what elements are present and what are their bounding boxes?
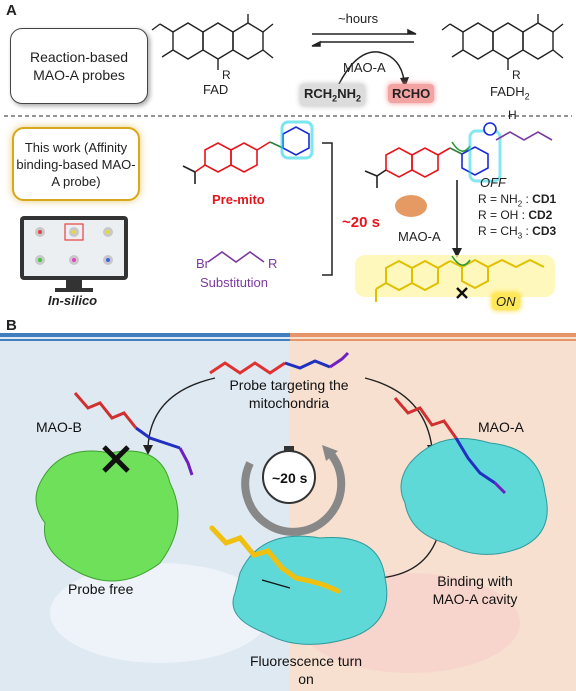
cd1-row: R = NH2 : CD1: [478, 192, 557, 209]
substrate-sub2: 2: [355, 93, 361, 104]
probe-free-label: Probe free: [68, 581, 134, 597]
interaction-arrow: [261, 579, 291, 589]
fad-structure: [151, 14, 274, 70]
cycle-arrow-right: [364, 377, 433, 449]
fluorescent-probe: [209, 525, 341, 594]
mao-a-probe: [393, 397, 507, 495]
this-work-box: This work (Affinity binding-based MAO-A …: [12, 127, 140, 201]
reaction-based-box: Reaction-based MAO-A probes: [10, 28, 148, 104]
substitution-molecule: [207, 251, 265, 263]
cd2-row: R = OH : CD2: [478, 208, 552, 222]
probe-target-label: Probe targeting the mitochondria: [229, 377, 349, 411]
substrate-b: NH: [337, 86, 356, 101]
cd1-r: R = NH: [478, 192, 518, 206]
timer-icon: [241, 445, 346, 536]
fadh2-sub: 2: [524, 91, 530, 102]
mao-a-top-label: MAO-A: [343, 60, 386, 75]
br-label: Br: [196, 256, 209, 271]
cd2-name: CD2: [528, 208, 553, 222]
mitochondria-left: [50, 563, 270, 663]
fadh2-h-label: H: [508, 108, 517, 122]
this-work-text: This work (Affinity binding-based MAO-A …: [16, 139, 136, 189]
rotation-arrow: [451, 255, 471, 266]
mao-b-probe: [73, 392, 194, 476]
panel-b-scene: [0, 333, 576, 691]
hours-label: ~hours: [338, 11, 379, 26]
top-probe: [209, 351, 350, 375]
fadh2-structure: [441, 14, 564, 70]
substrate-label: RCH2NH2: [300, 84, 365, 106]
mao-a-mid-label: MAO-A: [398, 229, 441, 244]
cd3-r: R = CH: [478, 224, 518, 238]
curved-arrow: [337, 51, 405, 87]
fadh2-label: FADH2: [490, 84, 530, 102]
time-label: ~20 s: [342, 214, 380, 231]
equilibrium-arrows: [311, 28, 417, 47]
substitution-label: Substitution: [200, 275, 268, 290]
product-label: RCHO: [388, 84, 435, 103]
cd3-row: R = CH3 : CD3: [478, 224, 557, 241]
cd1-sub: 2: [517, 199, 523, 209]
on-molecule: [355, 255, 555, 302]
mao-a-label: MAO-A: [478, 419, 524, 435]
fluorescence-label: Fluorescence turn on: [249, 653, 363, 687]
mao-a-protein: [400, 438, 548, 555]
cd2-r: R = OH :: [478, 208, 529, 222]
binding-label: Binding with MAO-A cavity: [432, 573, 518, 607]
off-molecule: [364, 122, 553, 188]
fadh2-r-label: R: [512, 68, 521, 82]
fadh2-main: FADH: [490, 84, 525, 99]
mao-b-label: MAO-B: [36, 419, 82, 435]
mao-b-block-x: [102, 445, 130, 473]
panel-a-label: A: [6, 2, 17, 19]
pre-mito-molecule: [182, 120, 314, 184]
pre-mito-label: Pre-mito: [212, 192, 265, 207]
panel-b-label: B: [6, 317, 17, 334]
fad-r-label: R: [222, 68, 231, 82]
cd1-name: CD1: [532, 192, 557, 206]
off-label: OFF: [480, 175, 506, 190]
bound-protein: [232, 535, 388, 645]
block-x: [456, 287, 468, 299]
bracket: [322, 142, 333, 276]
cd3-name: CD3: [532, 224, 557, 238]
substrate-a: RCH: [304, 86, 333, 101]
on-label: ON: [492, 293, 520, 310]
mao-a-blob: [395, 195, 427, 217]
in-silico-label: In-silico: [48, 293, 98, 308]
reaction-based-text: Reaction-based MAO-A probes: [29, 49, 129, 83]
monitor-icon: [20, 216, 128, 292]
panel-a-structures: [4, 14, 572, 302]
timer-label: ~20 s: [272, 470, 308, 486]
substrate-sub1: 2: [332, 93, 338, 104]
cd3-sub: 3: [517, 231, 523, 241]
r-label: R: [268, 256, 278, 271]
fad-label: FAD: [203, 82, 229, 97]
